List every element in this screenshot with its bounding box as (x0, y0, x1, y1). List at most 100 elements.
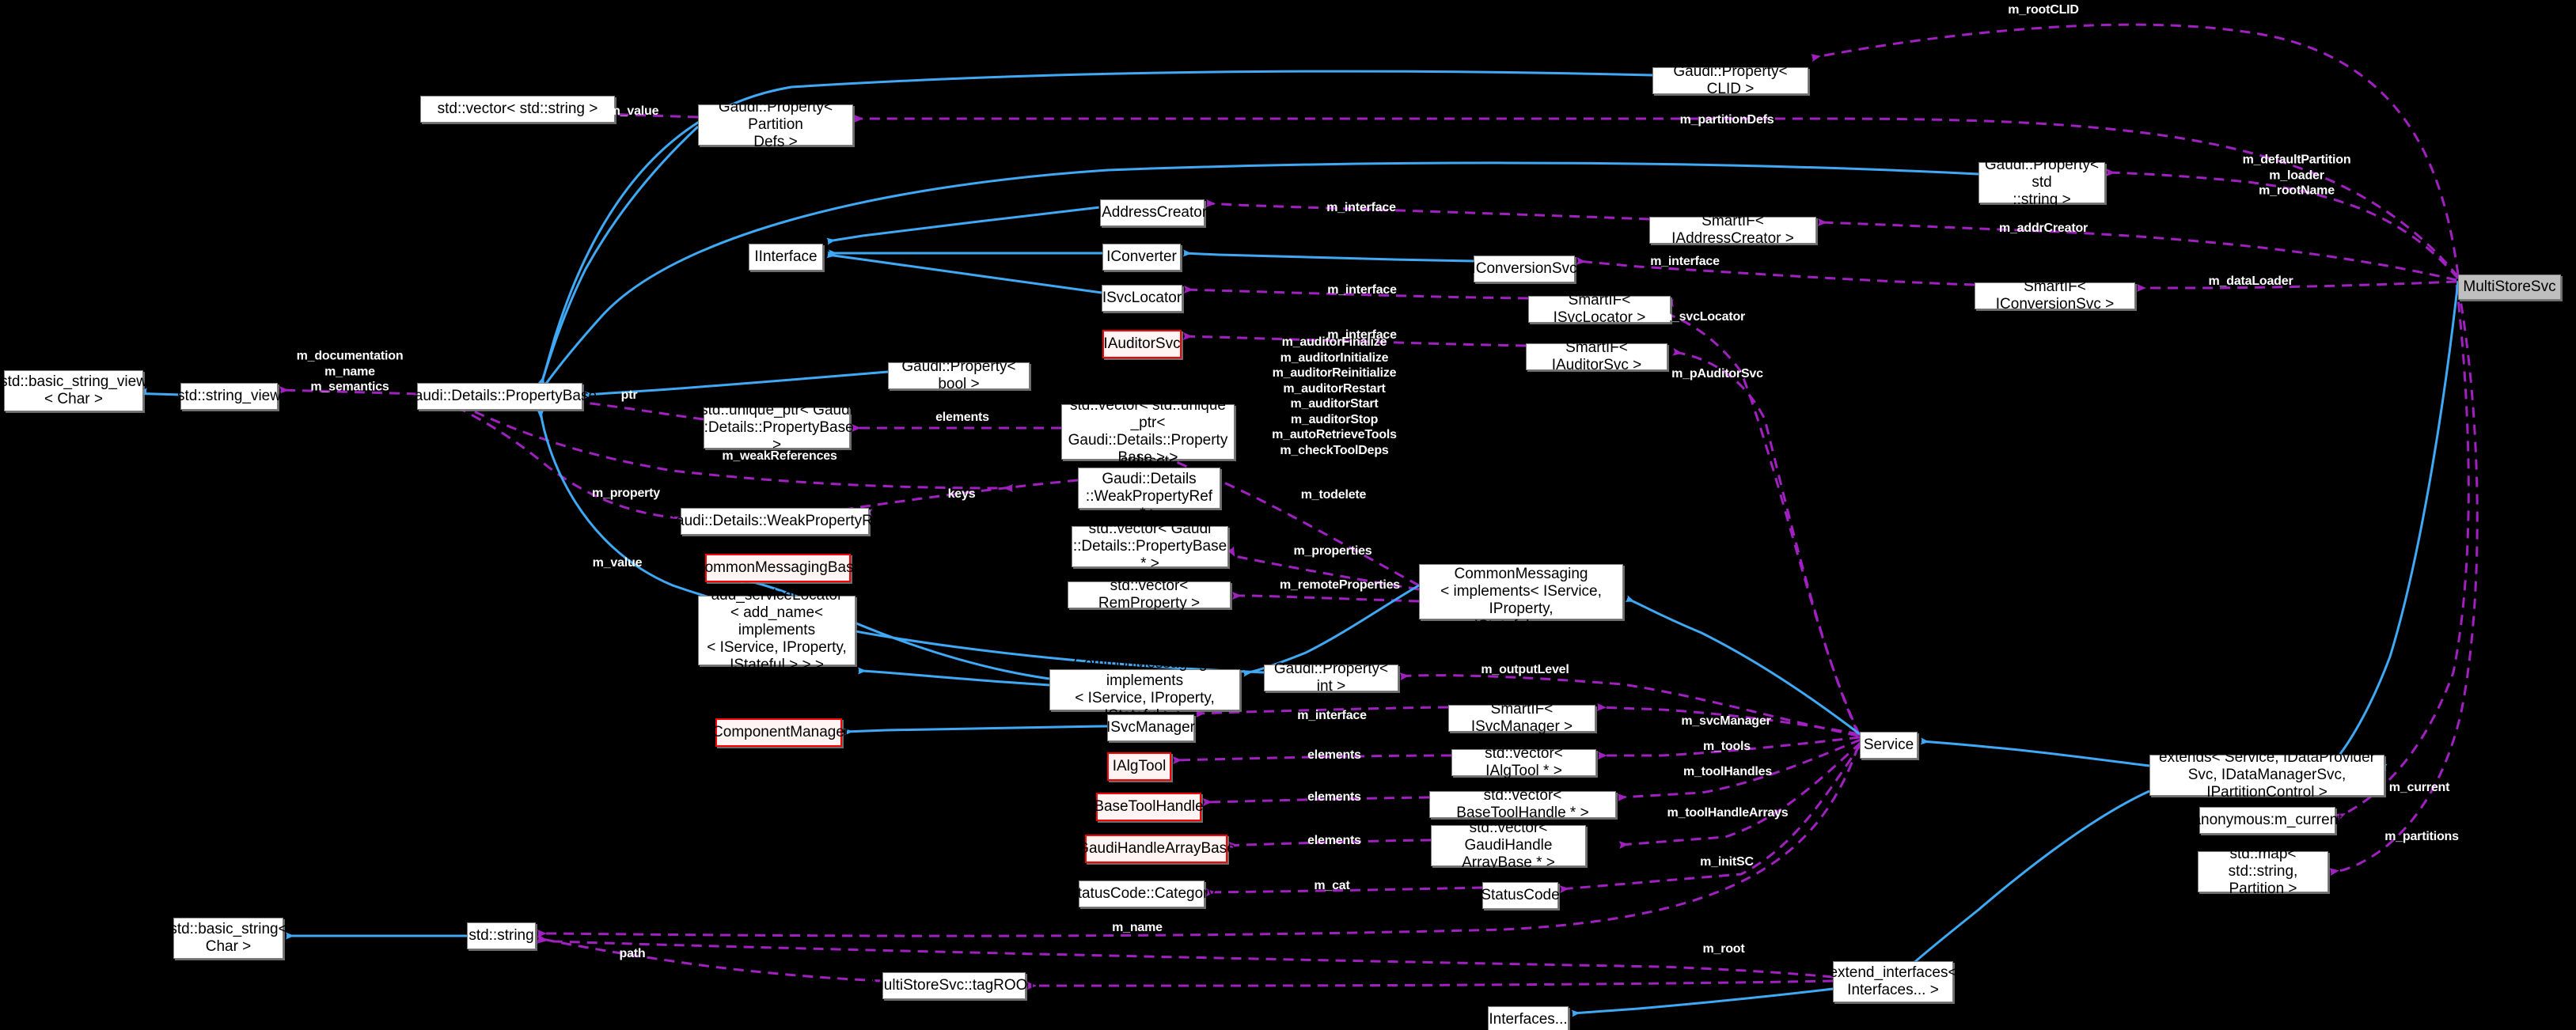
class-node-propertyholder[interactable]: PropertyHolder< CommonMessaging < implem… (1419, 548, 1623, 634)
edge-label-m_documentation: m_documentation m_name m_semantics (296, 349, 404, 394)
class-node-commonmsgbase[interactable]: CommonMessagingBase (694, 554, 862, 582)
class-node-add_svclocator[interactable]: add_serviceLocator < add_name< implement… (698, 587, 856, 673)
class-node-set_weakref[interactable]: std::set< Gaudi::Details ::WeakPropertyR… (1078, 453, 1220, 522)
class-node-label: SmartIF< ISvcManager > (1470, 700, 1573, 735)
edge-label-path: path (619, 947, 646, 961)
edge-label-m_pAuditorSvc: m_pAuditorSvc (1671, 367, 1763, 381)
class-node-label: std::vector< std::unique _ptr< Gaudi::De… (1068, 396, 1228, 467)
edge-label-m_interface_4: m_interface (1327, 328, 1397, 343)
class-node-isvclocator[interactable]: ISvcLocator (1102, 285, 1182, 312)
class-node-label: std::vector< RemProperty > (1098, 577, 1201, 612)
class-node-label: StatusCode::Category (1068, 884, 1216, 902)
class-node-basic_sv[interactable]: std::basic_string_view < Char > (0, 370, 147, 411)
class-node-ialgtool[interactable]: IAlgTool (1107, 752, 1171, 781)
edge-label-m_tools: m_tools (1703, 740, 1751, 754)
class-node-iauditorsvc[interactable]: IAuditorSvc (1102, 330, 1182, 358)
class-node-uniqueptr_pb[interactable]: std::unique_ptr< Gaudi ::Details::Proper… (700, 402, 853, 453)
class-node-label: std::string_view (177, 387, 281, 404)
class-node-vec_gaudiharr[interactable]: std::vector< GaudiHandle ArrayBase * > (1431, 820, 1586, 871)
edge-label-m_defaultPartition: m_defaultPartition m_loader m_rootName (2242, 153, 2351, 198)
class-node-label: IAuditorSvc (1103, 335, 1181, 352)
class-node-smartif_iaddrc[interactable]: SmartIF< IAddressCreator > (1649, 213, 1816, 247)
class-node-string_view[interactable]: std::string_view (177, 383, 281, 410)
class-node-label: IAlgTool (1112, 757, 1167, 774)
class-node-vec_uniqueptr[interactable]: std::vector< std::unique _ptr< Gaudi::De… (1061, 397, 1235, 466)
class-node-label: PropertyHolder< CommonMessaging < implem… (1440, 547, 1602, 635)
class-node-label: CommonMessaging< implements < IService, … (1073, 654, 1216, 724)
class-node-prop_partdefs[interactable]: Gaudi::Property< Partition Defs > (698, 99, 853, 150)
class-node-label: IConverter (1106, 248, 1177, 265)
edge-label-m_interface_3: m_interface (1327, 283, 1397, 297)
class-node-label: Interfaces... (1489, 1010, 1568, 1028)
edge-label-m_current: m_current (2388, 781, 2450, 795)
class-node-gaudihandlearr[interactable]: GaudiHandleArrayBase (1077, 835, 1235, 863)
class-node-isvcmanager[interactable]: ISvcManager (1106, 714, 1195, 741)
class-node-icomponentmgr[interactable]: IComponentManager (708, 718, 849, 747)
class-node-prop_bool[interactable]: Gaudi::Property< bool > (888, 358, 1030, 392)
class-node-iconversionsvc[interactable]: IConversionSvc (1471, 256, 1577, 282)
edge-label-m_cat: m_cat (1314, 879, 1350, 893)
class-node-label: add_serviceLocator < add_name< implement… (707, 586, 847, 674)
edge-label-keys: keys (947, 487, 976, 502)
edge-label-m_name: m_name (1112, 921, 1163, 935)
class-node-label: IAddressCreator (1097, 203, 1208, 221)
class-node-statuscode[interactable]: StatusCode (1481, 882, 1560, 909)
edge-label-elements_2: elements (1307, 748, 1361, 763)
class-node-vec_ialgtool[interactable]: std::vector< IAlgTool * > (1451, 745, 1596, 779)
class-node-multistoresvc[interactable]: MultiStoreSvc (2458, 275, 2561, 300)
class-node-propertybase[interactable]: Gaudi::Details::PropertyBase (403, 383, 597, 410)
class-node-vec_btoolhandle[interactable]: std::vector< BaseToolHandle * > (1429, 787, 1616, 821)
class-node-label: std::basic_string_view < Char > (0, 373, 147, 407)
class-node-anon_current[interactable]: anonymous:m_current (2192, 807, 2343, 834)
class-node-map_partition[interactable]: std::map< std::string, Partition > (2198, 846, 2328, 897)
class-node-weakpropertyref[interactable]: Gaudi::Details::WeakPropertyRef (664, 508, 886, 535)
class-node-extend_ifaces[interactable]: extend_interfaces< Interfaces... > (1829, 961, 1957, 1002)
class-node-label: std::unique_ptr< Gaudi ::Details::Proper… (700, 401, 854, 454)
edge-label-m_partitionDefs: m_partitionDefs (1679, 113, 1774, 127)
class-node-iconverter[interactable]: IConverter (1102, 244, 1181, 271)
edge-label-m_property: m_property (591, 487, 661, 501)
edge-label-m_interface_5: m_interface (1297, 709, 1367, 723)
class-node-sc_category[interactable]: StatusCode::Category (1068, 880, 1216, 907)
class-node-label: SmartIF< IConversionSvc > (1995, 278, 2115, 312)
class-node-label: StatusCode (1481, 886, 1560, 903)
class-node-label: std::vector< std::string > (437, 100, 598, 117)
edge-label-m_auditors: m_auditorFinalize m_auditorInitialize m_… (1272, 335, 1397, 457)
class-node-label: IInterface (754, 248, 818, 265)
class-node-smartif_iconv[interactable]: SmartIF< IConversionSvc > (1975, 278, 2135, 312)
class-node-iaddresscreator[interactable]: IAddressCreator (1097, 199, 1208, 226)
edge-label-elements_3: elements (1307, 790, 1361, 805)
class-node-std_string[interactable]: std::string (467, 922, 536, 949)
edge-label-m_value_top: m_value (609, 104, 659, 119)
class-node-vec_pb_ptr[interactable]: std::vector< Gaudi ::Details::PropertyBa… (1072, 521, 1228, 572)
class-node-commonmessaging[interactable]: CommonMessaging< implements < IService, … (1049, 655, 1240, 724)
class-node-vec_string[interactable]: std::vector< std::string > (420, 96, 615, 123)
class-node-label: ISvcLocator (1102, 289, 1182, 306)
class-node-label: Gaudi::Details::WeakPropertyRef (664, 512, 886, 529)
class-node-basetoolhandle[interactable]: BaseToolHandle (1094, 793, 1204, 821)
class-node-label: ISvcManager (1106, 718, 1195, 736)
class-node-basic_string[interactable]: std::basic_string< Char > (169, 918, 287, 959)
class-node-smartif_iaudit[interactable]: SmartIF< IAuditorSvc > (1526, 339, 1667, 373)
class-node-label: MultiStoreSvc::tagROOT (871, 976, 1038, 994)
class-node-prop_int[interactable]: Gaudi::Property< int > (1264, 661, 1398, 695)
edge-label-m_addrCreator: m_addrCreator (1998, 222, 2088, 236)
class-node-service[interactable]: Service (1860, 732, 1918, 759)
class-node-vec_remprop[interactable]: std::vector< RemProperty > (1068, 577, 1231, 612)
class-node-extends[interactable]: extends< Service, IDataProvider Svc, IDa… (2149, 749, 2384, 801)
class-node-smartif_isvcloc[interactable]: SmartIF< ISvcLocator > (1528, 292, 1671, 326)
class-node-tagroot[interactable]: MultiStoreSvc::tagROOT (871, 972, 1037, 999)
class-node-prop_clid[interactable]: Gaudi::Property< CLID > (1652, 63, 1808, 97)
edge-label-elements_1: elements (935, 411, 989, 425)
edge-label-m_svcManager: m_svcManager (1681, 714, 1771, 729)
class-node-smartif_isvcmgr[interactable]: SmartIF< ISvcManager > (1448, 701, 1595, 735)
class-node-iinterface[interactable]: IInterface (749, 244, 823, 271)
edge-label-m_properties: m_properties (1293, 544, 1372, 559)
class-node-interfaces[interactable]: Interfaces... (1488, 1006, 1569, 1030)
edge-label-m_dataLoader: m_dataLoader (2208, 275, 2293, 289)
class-node-label: std::set< Gaudi::Details ::WeakPropertyR… (1085, 453, 1213, 523)
class-node-label: Gaudi::Property< CLID > (1673, 62, 1788, 97)
class-node-prop_stdstring[interactable]: Gaudi::Property< std ::string > (1978, 157, 2105, 208)
